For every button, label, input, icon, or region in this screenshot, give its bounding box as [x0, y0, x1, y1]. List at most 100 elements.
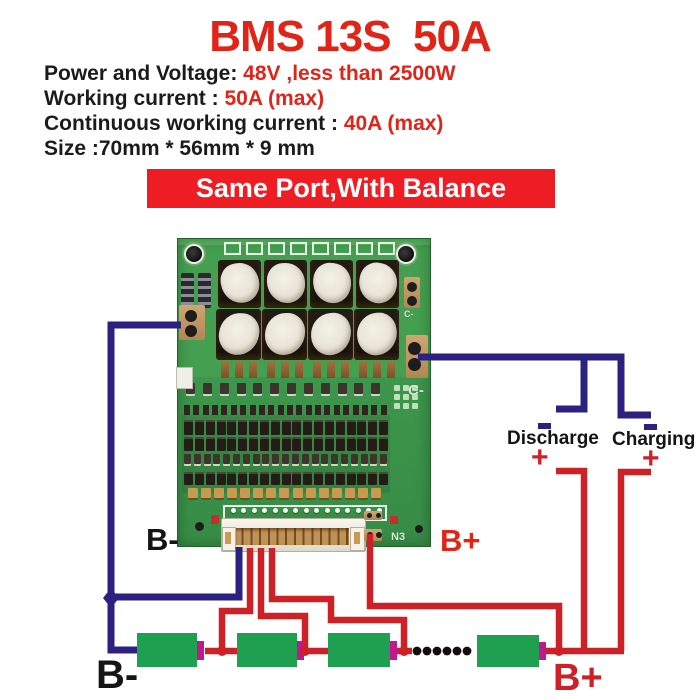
- smd-component: [303, 472, 313, 485]
- smd-component: [303, 420, 313, 435]
- mosfet-pin: [341, 361, 349, 378]
- smd-component: [305, 405, 312, 415]
- smd-component: [186, 383, 195, 396]
- smd-component: [340, 454, 348, 466]
- pad-hole: [367, 532, 373, 538]
- junction-dot-bplus: [554, 646, 564, 656]
- spec-line-continuous-current: Continuous working current : 40A (max): [44, 111, 684, 136]
- smd-component: [324, 472, 334, 485]
- smd-component: [193, 454, 201, 466]
- battery-terminal-3: [390, 641, 397, 660]
- smd-component: [270, 420, 280, 435]
- pad-grid-cell: [403, 394, 409, 400]
- smd-component: [279, 488, 290, 500]
- solder-pad: [406, 335, 428, 378]
- pad-grid-cell: [403, 403, 409, 409]
- pad-hole: [376, 532, 382, 538]
- junction-dot-2: [300, 646, 310, 656]
- wire-charging-positive: [617, 468, 651, 651]
- pad-grid-cell: [394, 403, 400, 409]
- smd-component: [272, 454, 280, 466]
- resistor-component: [181, 273, 194, 308]
- smd-component: [249, 420, 259, 435]
- smd-component: [194, 437, 204, 451]
- bms-board-photo: [176, 238, 431, 552]
- pack-bminus-label: B-: [96, 653, 139, 697]
- silkscreen-mark: [290, 242, 307, 255]
- series-ellipsis-dot: [422, 646, 432, 656]
- smd-component: [205, 437, 215, 451]
- smd-component: [277, 405, 284, 415]
- smd-component: [292, 420, 302, 435]
- smd-component: [281, 437, 291, 451]
- series-ellipsis-dot: [462, 646, 472, 656]
- smd-component: [221, 405, 228, 415]
- mosfet-pin: [235, 361, 243, 378]
- jst-connector-slots: [235, 528, 349, 545]
- smd-component: [238, 420, 248, 435]
- smd-component: [281, 420, 291, 435]
- smd-component: [315, 405, 322, 415]
- battery-terminal-1: [197, 641, 204, 660]
- smd-component: [370, 454, 378, 466]
- mosfet-pin: [327, 361, 335, 378]
- wire-balance-1: [218, 548, 254, 648]
- smd-component: [320, 383, 330, 396]
- smd-component: [371, 383, 381, 396]
- spec-value: 48V ,less than 2500W: [243, 62, 456, 85]
- jst-wing-contact: [354, 532, 360, 544]
- smd-component: [216, 420, 226, 435]
- pad-hole: [185, 310, 197, 322]
- smd-component: [227, 472, 237, 485]
- smd-component: [216, 472, 226, 485]
- red-smd-component: [211, 515, 219, 524]
- series-ellipsis-dot: [432, 646, 442, 656]
- smd-component: [184, 405, 190, 415]
- smd-component: [214, 488, 225, 500]
- battery-cell-1: [137, 633, 197, 667]
- smd-component: [203, 454, 211, 466]
- smd-component: [311, 454, 319, 466]
- smd-component: [343, 405, 350, 415]
- silkscreen-mark: [268, 242, 285, 255]
- connector-pin-dot: [324, 508, 330, 513]
- smd-component: [249, 405, 256, 415]
- junction-dot-3: [399, 646, 409, 656]
- wire-discharge-positive: [556, 467, 588, 651]
- smd-component: [202, 383, 212, 396]
- board-bminus-label: B-: [146, 522, 179, 557]
- mosfet-pin: [313, 361, 321, 378]
- battery-cell-4: [477, 635, 539, 667]
- smd-component: [227, 488, 238, 500]
- discharge-plus-sign: +: [531, 441, 549, 474]
- silkscreen-mark: [224, 242, 241, 255]
- connector-pin-dot: [262, 508, 268, 513]
- smd-component: [331, 488, 342, 500]
- charging-plus-sign: +: [642, 442, 660, 475]
- pad-grid-cell: [412, 403, 418, 409]
- mosfet-pin: [373, 361, 381, 378]
- smd-component: [357, 420, 367, 435]
- smd-component: [266, 488, 277, 500]
- connector-pin-dot: [303, 508, 309, 513]
- battery-terminal-4: [539, 642, 546, 660]
- smd-component: [270, 383, 280, 396]
- series-ellipsis-dot: [412, 646, 422, 656]
- smd-component: [230, 405, 237, 415]
- smd-component: [314, 437, 324, 451]
- smd-component: [314, 472, 324, 485]
- smd-component: [202, 405, 209, 415]
- junction-dot-1: [217, 646, 227, 656]
- smd-component: [301, 454, 309, 466]
- silk-c-label: C-: [408, 382, 424, 399]
- smd-component: [292, 472, 302, 485]
- smd-component: [240, 405, 247, 415]
- silkscreen-mark: [334, 242, 351, 255]
- smd-component: [238, 472, 248, 485]
- pad-grid-cell: [394, 394, 400, 400]
- smd-component: [380, 405, 387, 415]
- pad-hole: [408, 342, 421, 355]
- connector-pin-dot: [314, 508, 320, 513]
- jst-wing-contact: [225, 532, 231, 544]
